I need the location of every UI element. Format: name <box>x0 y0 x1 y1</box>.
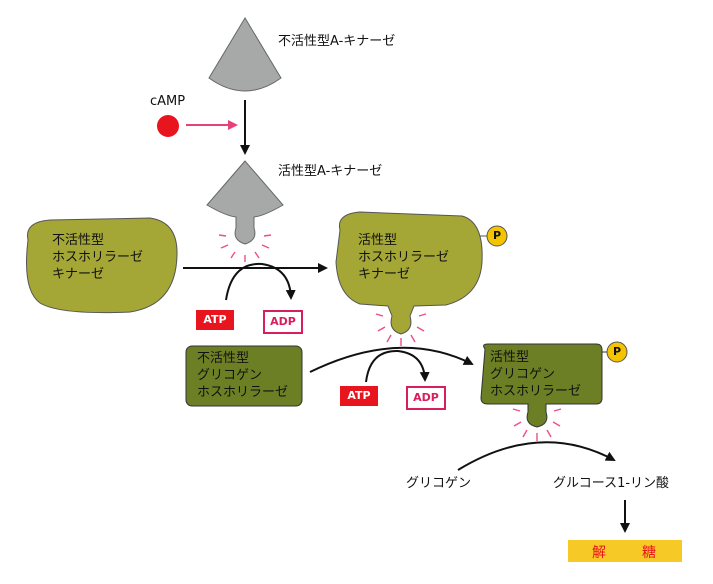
inactive-gp-line1: 不活性型 <box>197 351 250 366</box>
atp-tag-1: ATP <box>196 310 234 330</box>
adp-tag-1: ADP <box>263 310 303 334</box>
camp-label: cAMP <box>150 94 186 109</box>
active-gp-shape <box>480 343 603 428</box>
glycolysis-banner: 解 糖 <box>568 540 682 562</box>
active-phk-shape <box>335 211 483 335</box>
active-phk-line3: キナーゼ <box>358 267 411 282</box>
adp-tag-2: ADP <box>406 386 446 410</box>
pka-glow <box>218 234 272 262</box>
inactive-gp-text: 不活性型 グリコゲン ホスホリラーゼ <box>197 350 288 401</box>
phk-phosphate-label: P <box>492 229 502 242</box>
active-pka-label: 活性型A-キナーゼ <box>278 164 383 179</box>
inactive-gp-line2: グリコゲン <box>197 368 263 383</box>
inactive-phk-shape <box>26 217 178 314</box>
inactive-phk-line3: キナーゼ <box>52 267 105 282</box>
atp-tag-2: ATP <box>340 386 378 406</box>
g1p-label: グルコース1-リン酸 <box>553 476 670 491</box>
active-gp-line1: 活性型 <box>490 350 530 365</box>
inactive-phk-text: 不活性型 ホスホリラーゼ キナーゼ <box>52 232 143 283</box>
active-phk-line1: 活性型 <box>358 233 398 248</box>
gp-activation-arrow <box>309 346 474 373</box>
phk-glow <box>375 313 427 346</box>
inactive-phk-line2: ホスホリラーゼ <box>52 250 144 265</box>
atp-adp-curve-2 <box>365 349 430 383</box>
atp-adp-curve-1 <box>225 262 296 301</box>
phk-phosphate-icon <box>486 225 508 247</box>
active-gp-text: 活性型 グリコゲン ホスホリラーゼ <box>490 349 581 400</box>
glycogen-arrow <box>457 441 616 471</box>
glycolysis-char-2: 糖 <box>642 545 656 561</box>
inactive-gp-line3: ホスホリラーゼ <box>197 385 289 400</box>
glycolysis-char-1: 解 <box>592 545 606 561</box>
gp-phosphate-label: P <box>612 345 622 358</box>
inactive-phk-line1: 不活性型 <box>52 233 105 248</box>
inactive-pka-shape <box>208 17 282 92</box>
active-gp-line2: グリコゲン <box>490 367 556 382</box>
glycogen-label: グリコゲン <box>406 476 472 491</box>
inactive-pka-label: 不活性型A-キナーゼ <box>278 34 396 49</box>
active-phk-line2: ホスホリラーゼ <box>358 250 450 265</box>
gp-glow <box>512 408 562 441</box>
active-phk-text: 活性型 ホスホリラーゼ キナーゼ <box>358 232 449 283</box>
inactive-gp-shape <box>185 345 303 407</box>
active-gp-line3: ホスホリラーゼ <box>490 384 582 399</box>
active-pka-shape <box>206 160 284 245</box>
gp-phosphate-icon <box>606 341 628 363</box>
camp-dot <box>157 115 179 137</box>
